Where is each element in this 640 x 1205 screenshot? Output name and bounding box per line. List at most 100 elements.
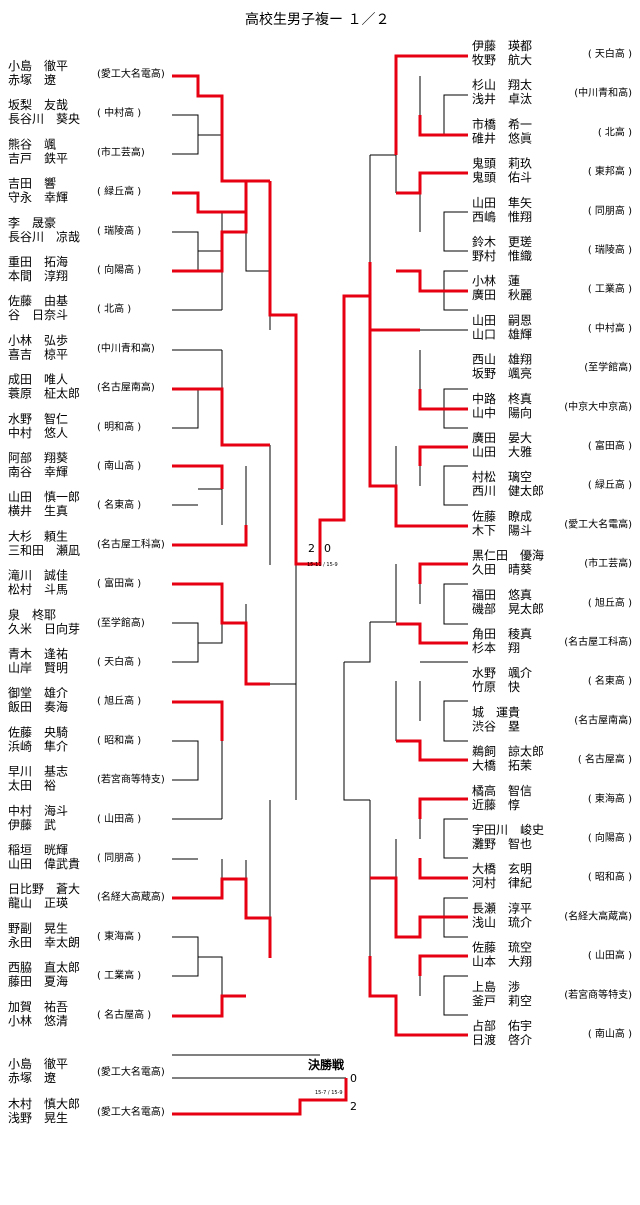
winner-path — [418, 797, 468, 819]
page-title: 高校生男子複ー １／２ — [245, 11, 389, 28]
player-name: 加賀 祐吾 — [8, 1000, 68, 1014]
winner-path — [172, 191, 246, 214]
player-name: 吉戸 鉄平 — [8, 150, 68, 165]
player-name: 鬼頭 佑斗 — [472, 170, 532, 185]
school-name: (愛工大名電高) — [564, 517, 632, 530]
bracket-line — [198, 956, 223, 996]
bracket-line — [198, 212, 223, 252]
player-name: 早川 基志 — [8, 765, 68, 779]
winner-path — [396, 739, 468, 762]
final-label: 決勝戦 — [308, 1057, 345, 1072]
winner-path — [418, 389, 468, 411]
player-name: 中村 海斗 — [8, 803, 68, 818]
player-name: 小林 弘歩 — [8, 332, 68, 347]
player-name: 赤塚 遼 — [8, 73, 56, 87]
school-name: (若宮商等特支) — [97, 773, 165, 786]
player-name: 山中 陽向 — [472, 405, 532, 420]
player-name: 福田 悠真 — [472, 587, 532, 602]
school-name: ( 工業高 ) — [97, 969, 141, 982]
winner-path — [418, 954, 468, 976]
winner-path — [172, 994, 246, 1018]
player-name: 龍山 正瑛 — [8, 895, 68, 910]
player-name: 山田 慎一郎 — [8, 490, 80, 504]
player-name: 小島 徹平 — [8, 1056, 68, 1071]
player-name: 赤塚 遼 — [8, 1071, 56, 1085]
school-name: (愛工大名電高) — [97, 1105, 165, 1118]
player-name: 小林 蓮 — [472, 274, 520, 288]
player-name: 御堂 雄介 — [8, 685, 68, 700]
player-name: 坂梨 友哉 — [8, 97, 68, 112]
player-name: 李 晟豪 — [8, 215, 56, 230]
school-name: (中川青和高) — [574, 86, 632, 99]
player-name: 水野 颯介 — [472, 666, 532, 680]
player-name: 南谷 幸輝 — [8, 464, 68, 479]
team-entry: 熊谷 颯吉戸 鉄平(市工芸高) — [8, 136, 145, 165]
player-name: 中村 悠人 — [8, 425, 68, 440]
winner-path — [172, 464, 224, 489]
school-name: ( 緑丘高 ) — [588, 478, 632, 491]
winner-path — [172, 700, 224, 741]
winner-path — [394, 54, 468, 155]
player-name: 鵜飼 諒太郎 — [472, 744, 544, 759]
winner-path — [396, 171, 468, 195]
winner-path — [172, 877, 272, 958]
player-name: 釜戸 莉空 — [472, 993, 532, 1008]
school-name: ( 昭和高 ) — [97, 733, 141, 746]
player-name: 泉 柊耶 — [8, 607, 56, 622]
player-name: 阿部 翔葵 — [8, 450, 68, 465]
player-name: 水野 智仁 — [8, 411, 68, 426]
bracket-line — [172, 622, 199, 663]
team-entry: 小林 蓮廣田 秋麗( 工業高 ) — [472, 274, 632, 302]
school-name: ( 旭丘高 ) — [588, 596, 632, 609]
player-name: 三和田 瀬凪 — [8, 543, 80, 557]
player-name: 伊藤 武 — [8, 818, 56, 832]
school-name: (若宮商等特支) — [564, 988, 632, 1001]
player-name: 長谷川 凉哉 — [8, 229, 80, 244]
player-name: 伊藤 瑛都 — [472, 39, 532, 53]
winner-path — [368, 956, 468, 1037]
school-name: (愛工大名電高) — [97, 1065, 165, 1078]
player-name: 小林 悠清 — [8, 1013, 68, 1028]
player-name: 山田 嗣恩 — [472, 313, 532, 327]
bracket-line — [198, 96, 223, 136]
school-name: (名経大高蔵高) — [564, 909, 632, 922]
player-name: 磯部 晃太郎 — [472, 601, 544, 616]
player-name: 長谷川 葵央 — [8, 112, 80, 126]
bracket-line — [443, 583, 468, 625]
bracket-line — [343, 662, 370, 801]
player-name: 山本 大翔 — [472, 955, 532, 969]
player-name: 長瀬 淳平 — [472, 900, 532, 915]
player-name: 鈴木 更瑳 — [472, 234, 532, 249]
player-name: 牧野 航大 — [472, 52, 532, 67]
bracket-line — [370, 564, 397, 623]
school-name: (名古屋南高) — [97, 381, 155, 394]
bracket-line — [198, 604, 223, 644]
bracket-line — [344, 622, 371, 663]
school-name: ( 向陽高 ) — [588, 831, 632, 844]
player-name: 久米 日向芽 — [8, 621, 80, 636]
school-name: (名古屋工科高) — [564, 635, 632, 648]
player-name: 山岸 賢明 — [8, 661, 68, 675]
